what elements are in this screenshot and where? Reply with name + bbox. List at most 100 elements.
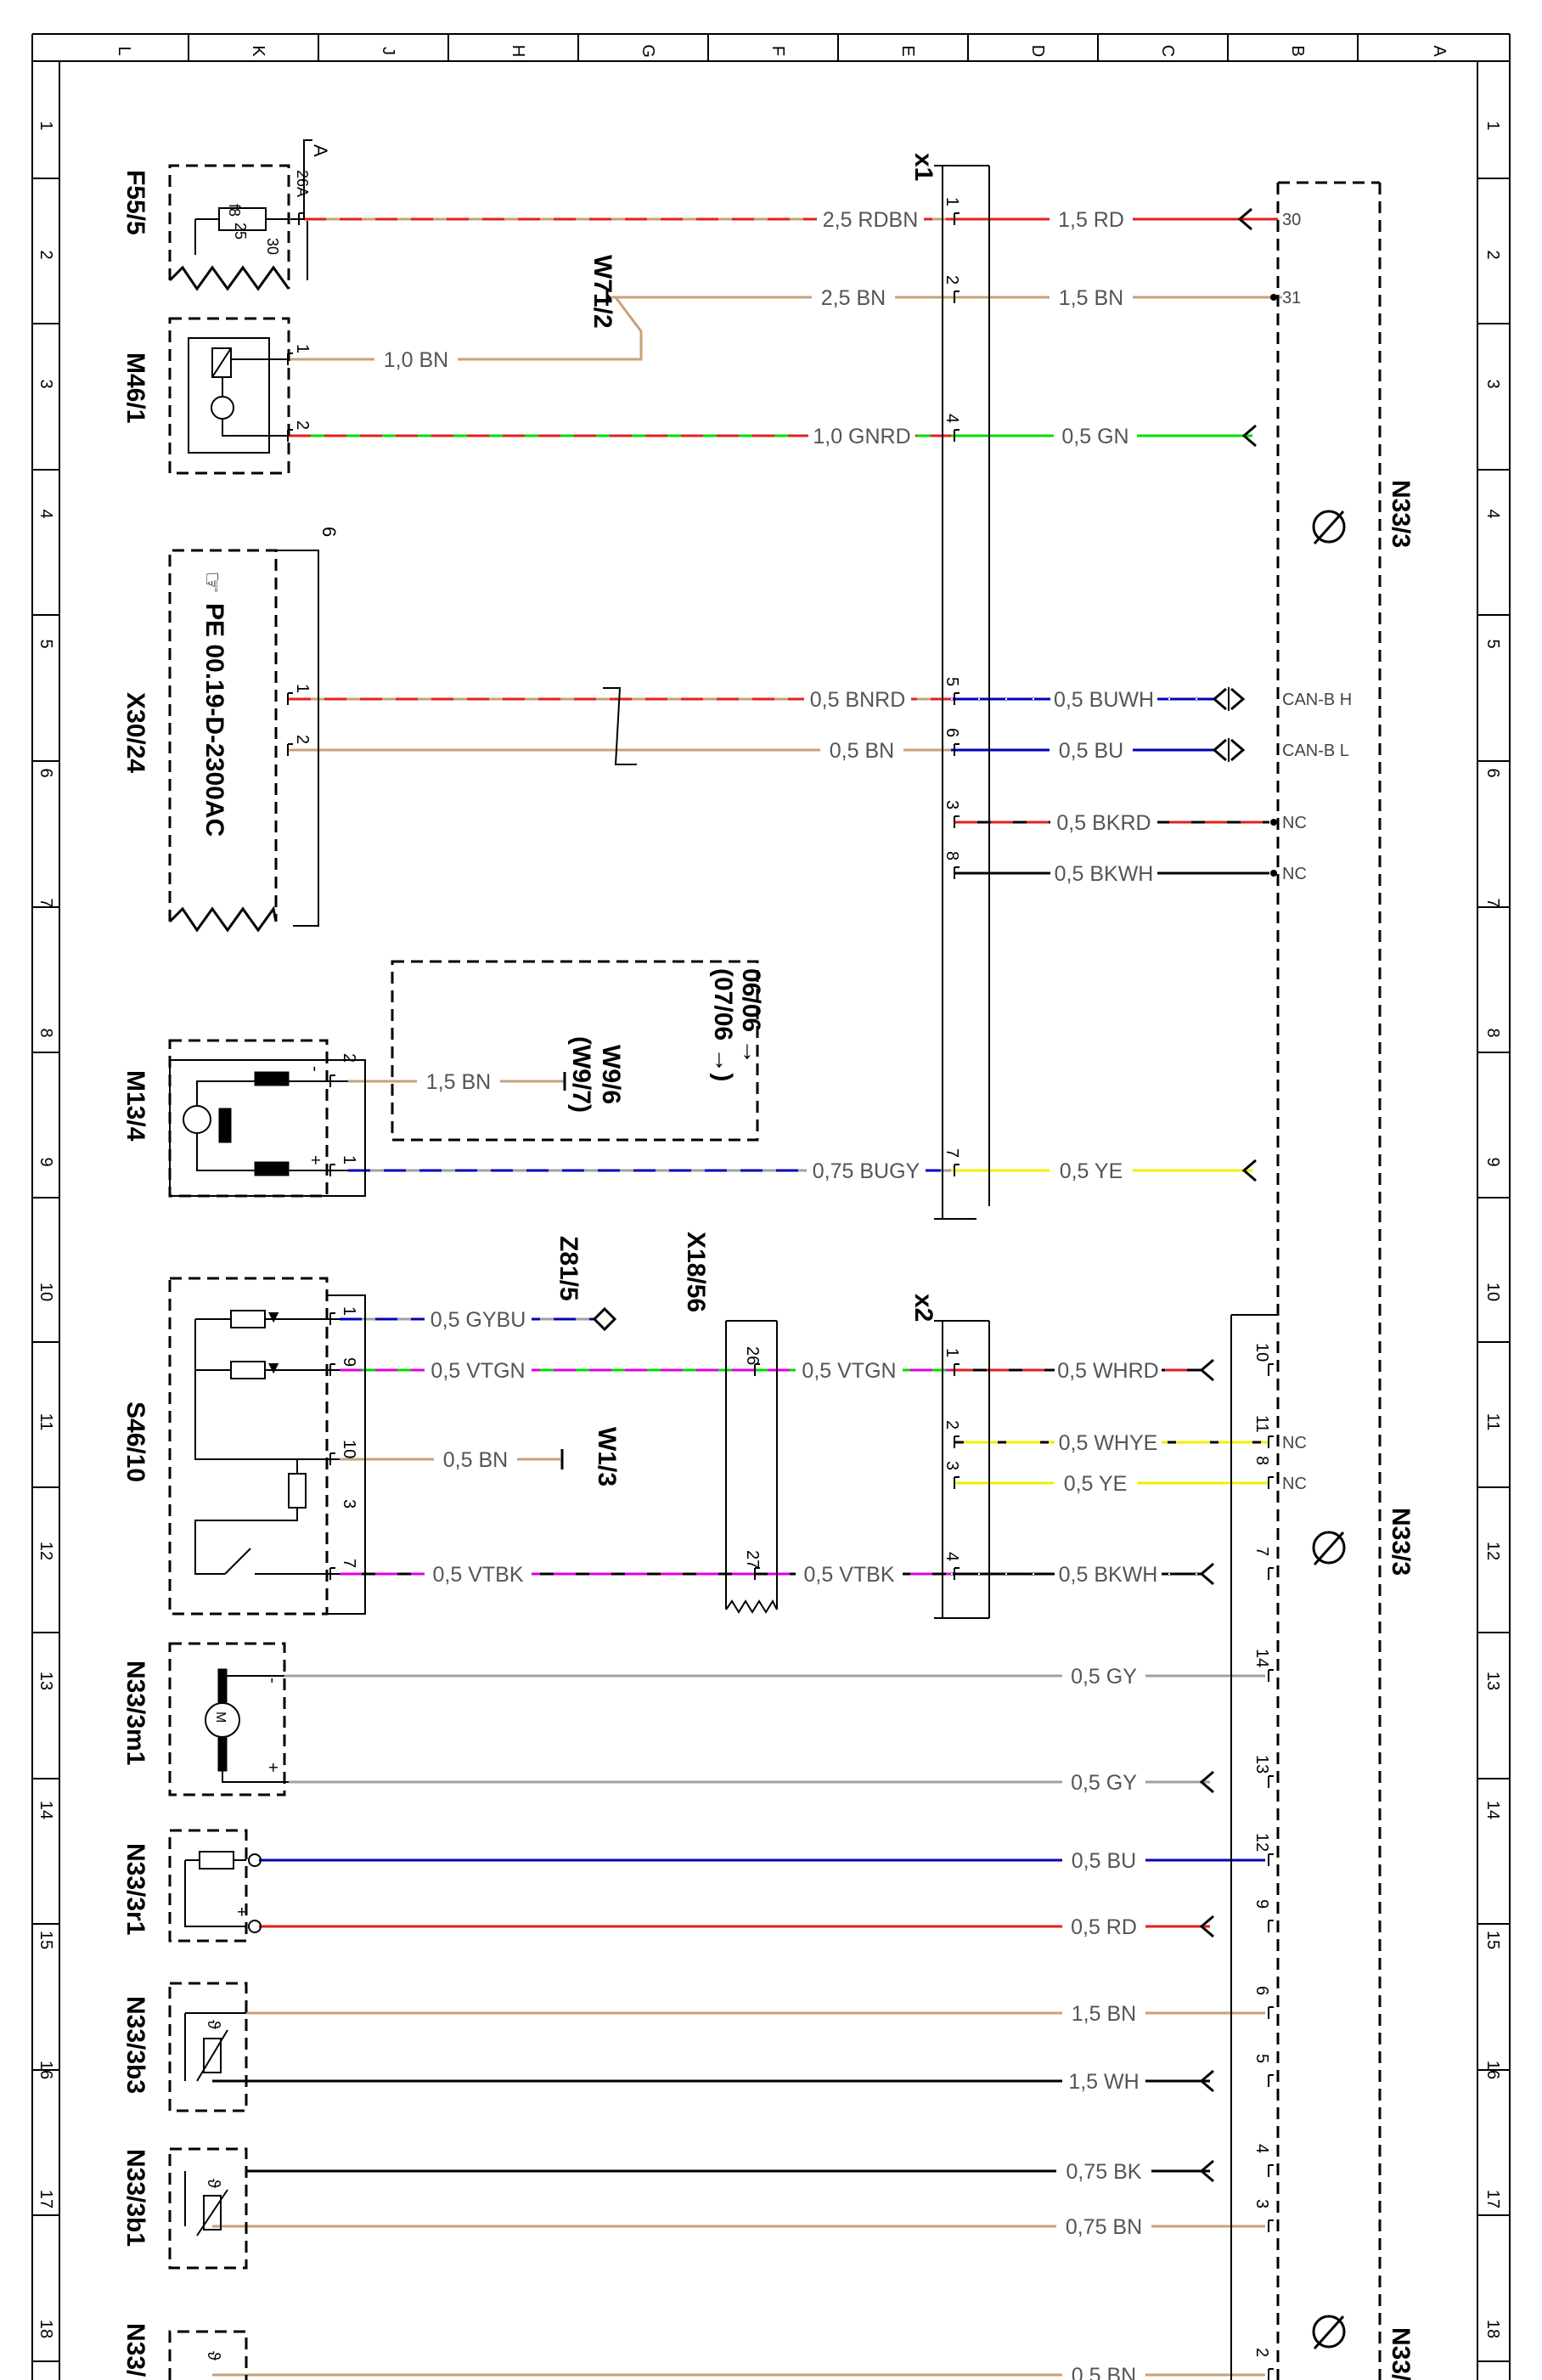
wire-label: 0,5 GN bbox=[1061, 425, 1128, 448]
f55-corner: A bbox=[310, 144, 331, 157]
w9-line1: W9/6 bbox=[597, 1045, 625, 1104]
svg-text:▶: ▶ bbox=[267, 1312, 281, 1323]
wire-label: 1,5 RD bbox=[1058, 208, 1124, 232]
pin-number: 4 bbox=[943, 1552, 961, 1561]
n33r1-plus: + bbox=[232, 1907, 250, 1917]
pin-number: 2 bbox=[943, 1420, 961, 1430]
component-s46 bbox=[168, 1277, 366, 1616]
pin-number: 10 bbox=[1252, 1343, 1271, 1362]
n33m1-motor: M bbox=[213, 1712, 228, 1723]
wire-label: 0,5 YE bbox=[1060, 1159, 1123, 1183]
col-E: E bbox=[898, 45, 917, 56]
s46-pin-10: 10 bbox=[340, 1440, 358, 1458]
m13-pin-minus: 2 bbox=[340, 1053, 358, 1063]
n33b1-label: N33/3b1 bbox=[121, 2149, 149, 2247]
row-label-right: 12 bbox=[1483, 1542, 1502, 1560]
x30-pin1: 1 bbox=[293, 684, 312, 693]
svg-text:▶: ▶ bbox=[267, 1363, 281, 1374]
col-C: C bbox=[1158, 45, 1177, 57]
pin-number: 2 bbox=[943, 275, 961, 285]
col-K: K bbox=[249, 45, 267, 57]
row-label-left: 10 bbox=[37, 1283, 55, 1301]
wire-label: 0,5 GYBU bbox=[431, 1308, 526, 1332]
wire-label: 1,5 BN bbox=[426, 1070, 491, 1094]
row-label-right: 4 bbox=[1483, 509, 1502, 518]
pin-number: 4 bbox=[1252, 2144, 1271, 2153]
s46-led-icons: ▶ ▶ bbox=[267, 1312, 281, 1374]
s46-pin-7: 7 bbox=[340, 1559, 358, 1568]
w9-note1: 06/06 → bbox=[737, 968, 765, 1064]
x30-pin2: 2 bbox=[293, 735, 312, 744]
wire-label: 0,5 WHRD bbox=[1057, 1359, 1158, 1383]
m13-minus: - bbox=[306, 1066, 324, 1072]
row-label-right: 14 bbox=[1483, 1801, 1502, 1819]
row-label-left: 9 bbox=[37, 1157, 55, 1166]
col-J: J bbox=[379, 47, 397, 55]
wire-r2 bbox=[467, 296, 1282, 361]
x30-note: PE 00.19-D-2300AC bbox=[200, 603, 228, 837]
wire-label: 1,5 BN bbox=[1059, 286, 1123, 310]
row-label-left: 15 bbox=[37, 1931, 55, 1949]
col-A: A bbox=[1430, 45, 1449, 57]
pin-number: 6 bbox=[1252, 1986, 1271, 1995]
pin-number: 7 bbox=[943, 1148, 961, 1158]
terminal-label: 31 bbox=[1282, 289, 1301, 307]
wire-label: 1,0 GNRD bbox=[813, 425, 910, 448]
component-n33m1 bbox=[168, 1642, 289, 1796]
wire-label: 0,5 YE bbox=[1064, 1472, 1128, 1496]
row-label-right: 5 bbox=[1483, 639, 1502, 648]
s46-pin-3: 3 bbox=[340, 1499, 358, 1509]
row-label-right: 1 bbox=[1483, 121, 1502, 130]
col-L: L bbox=[115, 46, 133, 55]
pin-number: 3 bbox=[943, 800, 961, 809]
wire-label: 0,5 GY bbox=[1071, 1771, 1137, 1795]
n33b1-symbol: ϑ bbox=[204, 2179, 222, 2188]
row-label-right: 9 bbox=[1483, 1157, 1502, 1166]
pin-number: 26 bbox=[743, 1346, 762, 1365]
pin-number: 7 bbox=[1252, 1547, 1271, 1556]
x1-label: x1 bbox=[909, 153, 937, 181]
connector-x2 bbox=[934, 1320, 990, 1619]
wire-label: 0,75 BUGY bbox=[813, 1159, 920, 1183]
w9-note2: (07/06 →) bbox=[709, 968, 737, 1081]
component-f55 bbox=[168, 139, 312, 291]
terminal-label: NC bbox=[1282, 865, 1307, 883]
connector-x18 bbox=[725, 1320, 778, 1614]
row-label-left: 6 bbox=[37, 768, 55, 777]
row-label-left: 13 bbox=[37, 1672, 55, 1690]
s46-pin-9: 9 bbox=[340, 1357, 358, 1367]
pin-number: 11 bbox=[1252, 1415, 1271, 1433]
m46-label: M46/1 bbox=[121, 352, 149, 423]
column-labels: L K J H G F E D C B A bbox=[115, 44, 1449, 58]
wire-label: 0,5 VTBK bbox=[433, 1563, 524, 1587]
wire-label: 0,5 VTGN bbox=[431, 1359, 525, 1383]
f55-label: F55/5 bbox=[121, 170, 149, 235]
row-label-right: 13 bbox=[1483, 1672, 1502, 1690]
terminal-label: NC bbox=[1282, 814, 1307, 832]
row-label-right: 17 bbox=[1483, 2190, 1502, 2208]
w9-box bbox=[391, 960, 759, 1142]
n33-label-bottom: N33/3 bbox=[1387, 2327, 1415, 2380]
n33b3-label: N33/3b3 bbox=[121, 1996, 149, 2094]
f55-texts: F55/5 f8 25 26A 30 A bbox=[121, 144, 331, 255]
f55-rating: 26A bbox=[294, 170, 311, 197]
row-label-right: 16 bbox=[1483, 2061, 1502, 2079]
pin-number: 4 bbox=[943, 414, 961, 423]
row-label-left: 8 bbox=[37, 1028, 55, 1037]
wire-s46-internal bbox=[194, 1319, 340, 1460]
pin-number: 8 bbox=[1252, 1456, 1271, 1465]
f55-pin: 30 bbox=[264, 238, 281, 255]
pin-number: 14 bbox=[1252, 1649, 1271, 1667]
pin-number: 3 bbox=[1252, 2199, 1271, 2208]
pin-number: 12 bbox=[1252, 1833, 1271, 1852]
z81-node-icon bbox=[592, 1306, 617, 1332]
wire-label: 0,5 BUWH bbox=[1054, 688, 1154, 712]
wire-label: 1,5 WH bbox=[1068, 2070, 1139, 2094]
col-D: D bbox=[1028, 45, 1047, 57]
pin-number: 5 bbox=[943, 677, 961, 686]
ground-symbol-icon bbox=[1312, 510, 1346, 2350]
terminal-label: 30 bbox=[1282, 211, 1301, 229]
col-H: H bbox=[509, 45, 527, 57]
